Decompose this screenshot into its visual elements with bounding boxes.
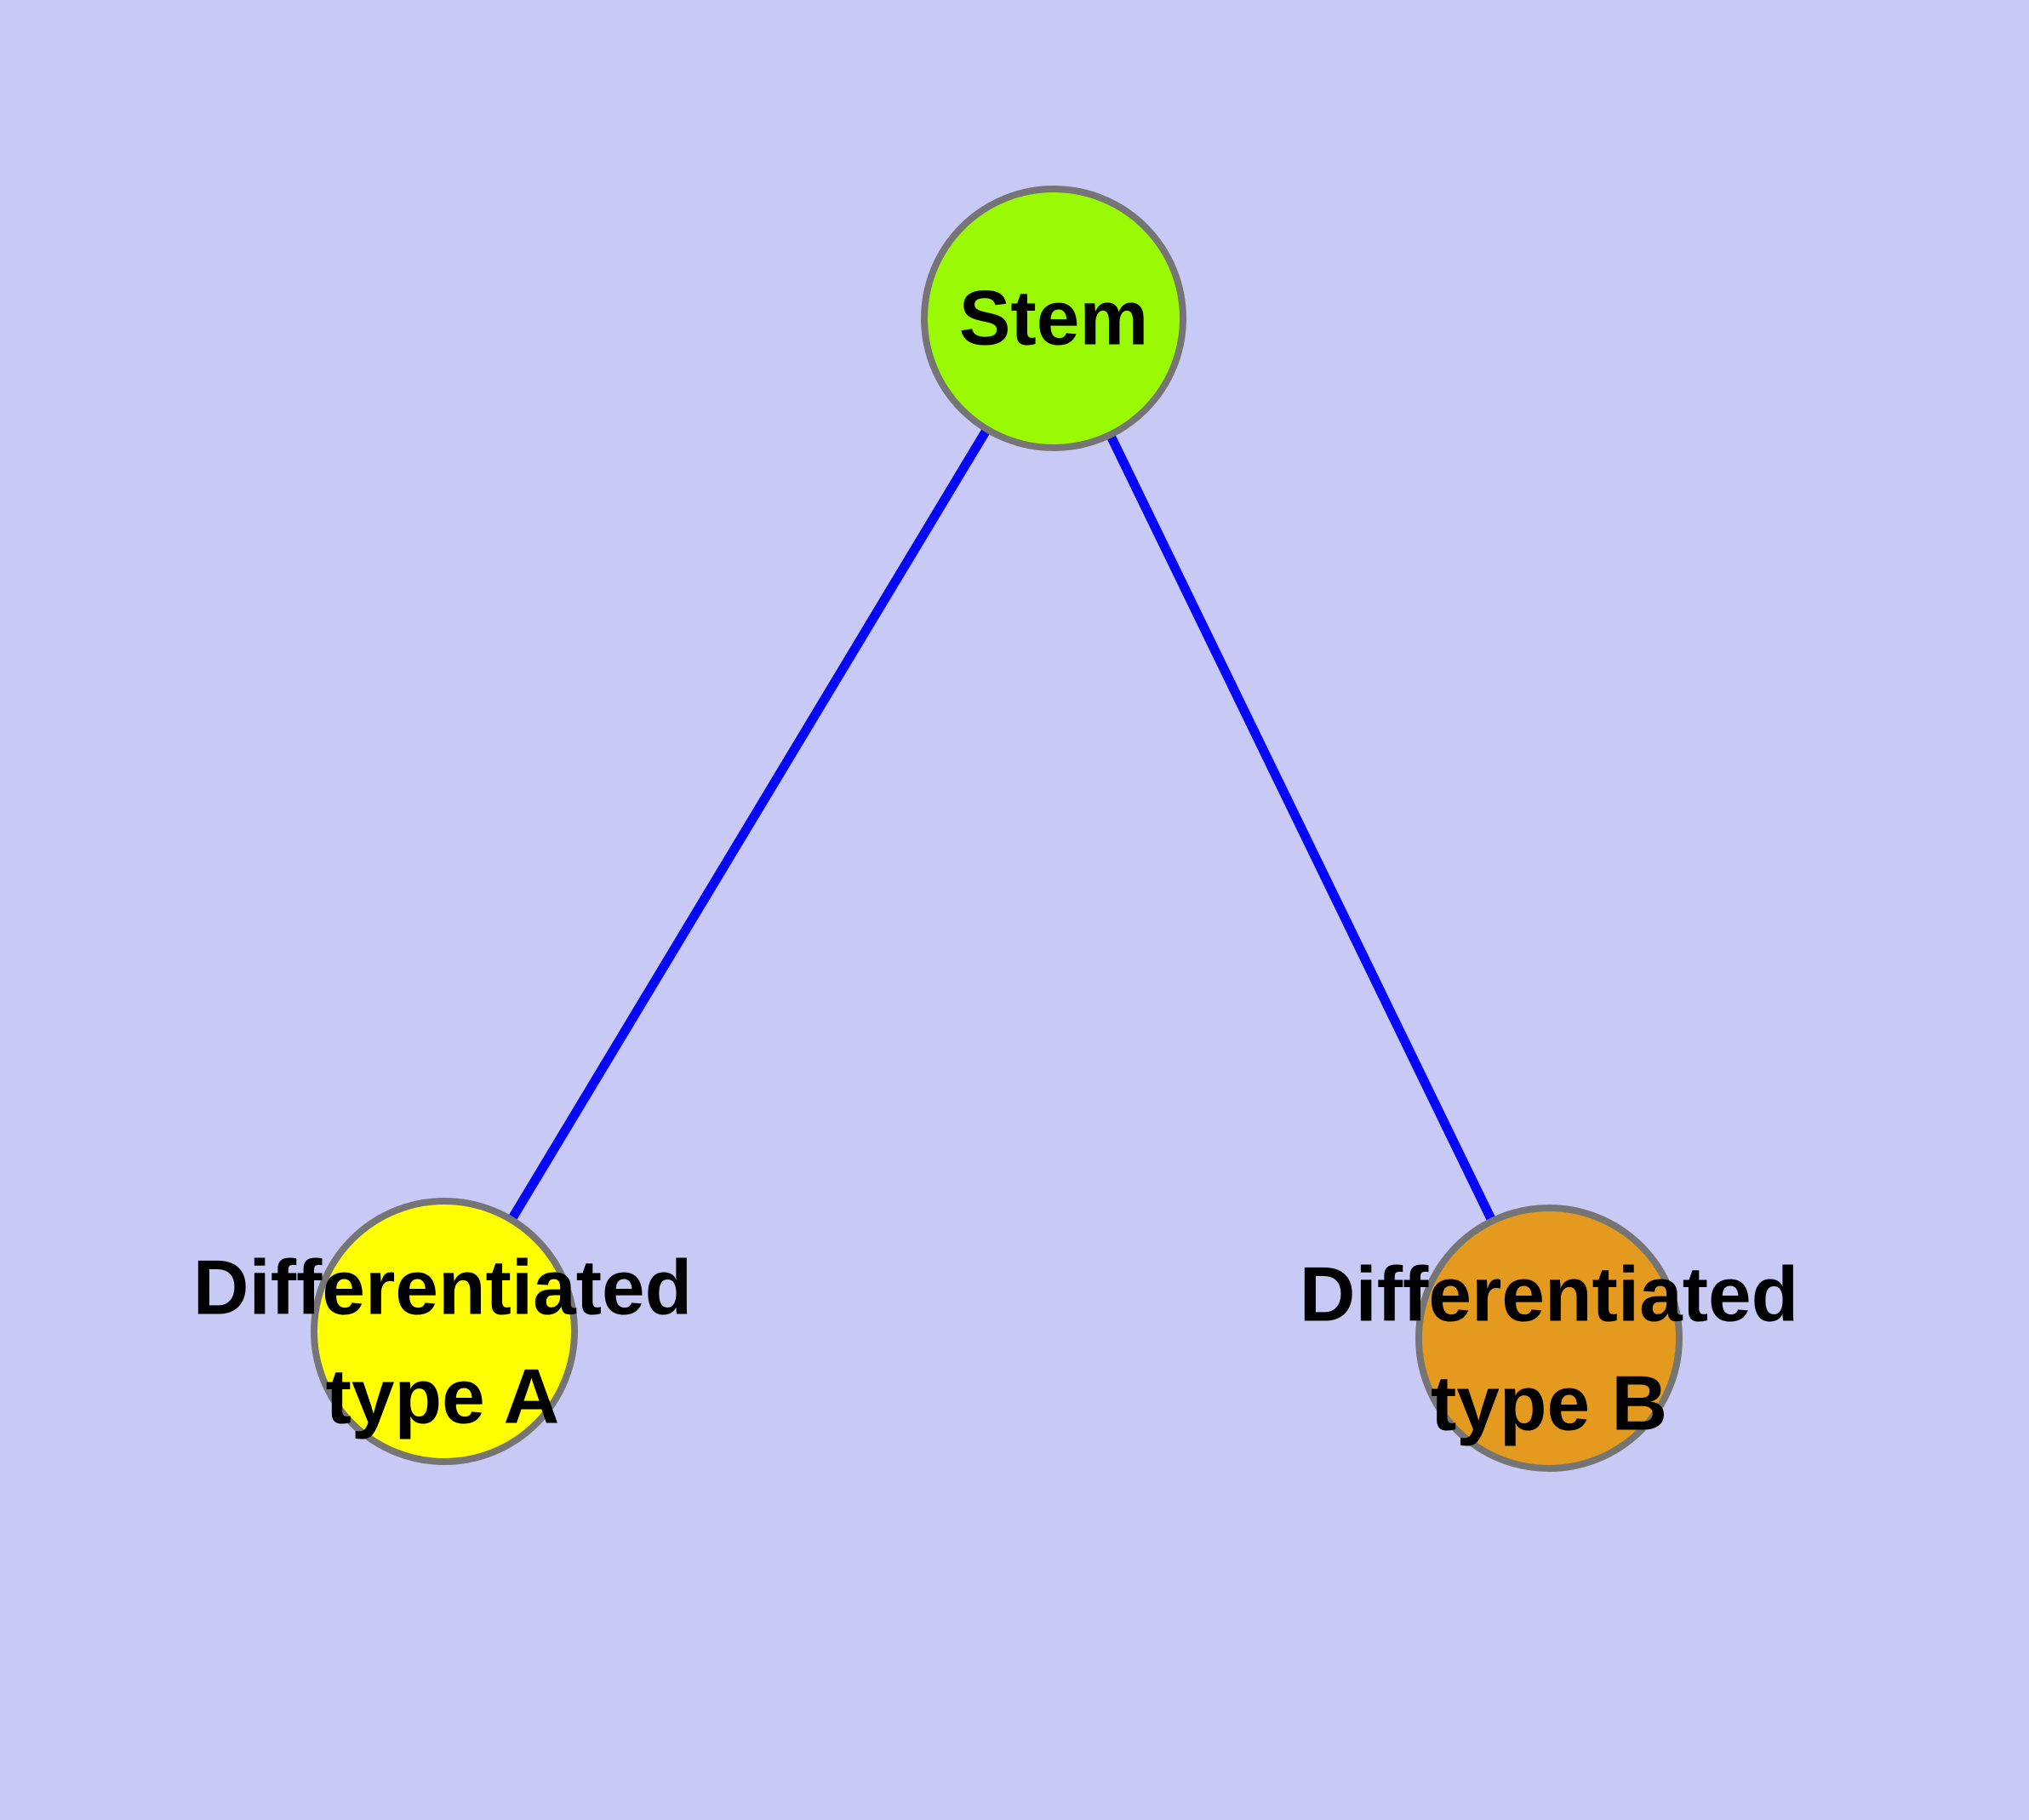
- node-type-a-label-line2: type A: [326, 1354, 560, 1440]
- node-differentiated-type-a[interactable]: [311, 1198, 578, 1465]
- node-type-a-label-line1: Differentiated: [193, 1245, 693, 1331]
- edge-stem-to-type-a: [440, 316, 1058, 1334]
- node-stem-label: Stem: [959, 276, 1149, 362]
- node-differentiated-type-b[interactable]: [1415, 1205, 1683, 1472]
- node-type-b-label-line2: type B: [1431, 1361, 1667, 1447]
- node-stem[interactable]: [921, 186, 1186, 451]
- node-type-b-label-line1: Differentiated: [1300, 1252, 1799, 1338]
- edge-stem-to-type-b: [1049, 316, 1553, 1341]
